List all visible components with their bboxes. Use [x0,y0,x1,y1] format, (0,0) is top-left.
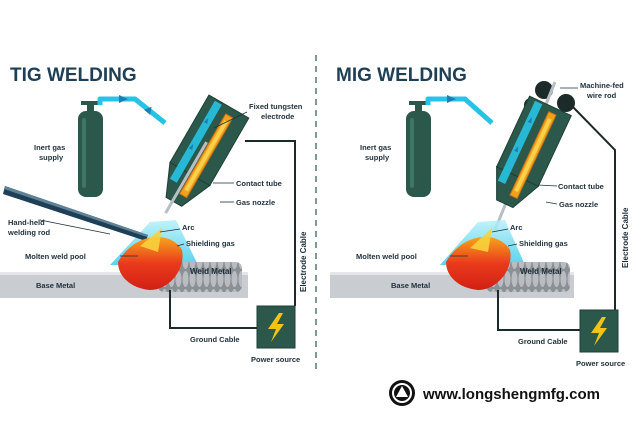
mig-title: MIG WELDING [336,65,467,86]
tig-flow-arrow-icon [144,106,152,115]
tig-inert-gas-label: Inert gas supply [34,143,67,162]
mig-power-source-label: Power source [576,359,625,368]
tig-flow-arrow-icon [119,95,128,103]
tig-electrode-cable-label: Electrode Cable [299,231,308,292]
tig-welding-rod-label: Hand-held welding rod [7,218,51,237]
mig-weld-metal-label: Weld Metal [520,267,562,276]
tig-power-source-label: Power source [251,355,300,364]
tig-title: TIG WELDING [10,65,137,86]
mig-panel: MIG WELDING [330,65,630,368]
tig-gas-nozzle-label: Gas nozzle [236,198,275,207]
tig-gas-cylinder [78,101,103,197]
tig-ground-cable [169,290,257,329]
mig-weld-pool-label: Molten weld pool [356,252,417,261]
mig-electrode-cable [571,105,616,312]
tig-torch [164,94,250,214]
tig-electrode-cable [245,140,296,306]
tig-arc-label: Arc [182,223,195,232]
mig-arc [470,228,492,252]
tig-ground-cable-label: Ground Cable [190,335,240,344]
tig-weld-metal-label: Weld Metal [190,267,232,276]
mig-gas-hose [425,96,494,125]
footer-brand: www.longshengmfg.com [389,380,600,406]
lightning-bolt-icon [268,313,284,342]
tig-molten-weld-pool [118,236,183,290]
tig-electrode-label: Fixed tungsten electrode [249,102,304,121]
tig-contact-tube-label: Contact tube [236,179,282,188]
mig-electrode-cable-label: Electrode Cable [621,207,630,268]
mig-arc-label: Arc [510,223,523,232]
tig-panel: TIG WELDING [0,65,308,364]
tig-weld-pool-label: Molten weld pool [25,252,86,261]
mig-gas-cylinder [406,101,431,197]
mig-shielding-gas-label: Shielding gas [519,239,568,248]
mig-flow-arrow-icon [447,95,456,103]
tig-power-source [256,305,296,349]
mig-base-metal-label: Base Metal [391,281,430,290]
lightning-bolt-icon [591,317,607,346]
tig-gas-hose [97,96,167,125]
mig-molten-weld-pool [446,236,511,290]
mig-wire-rod-label: Machine-fed wire rod [580,81,626,100]
mig-gas-nozzle-label: Gas nozzle [559,200,598,209]
website-url: www.longshengmfg.com [422,386,600,403]
mig-ground-cable [497,290,580,331]
mig-power-source [579,309,619,353]
tig-base-metal-label: Base Metal [36,281,75,290]
mig-torch [495,95,572,209]
mig-inert-gas-label: Inert gas supply [360,143,393,162]
mig-contact-tube-label: Contact tube [558,182,604,191]
mig-ground-cable-label: Ground Cable [518,337,568,346]
tig-shielding-gas-label: Shielding gas [186,239,235,248]
tig-arc [140,228,162,252]
